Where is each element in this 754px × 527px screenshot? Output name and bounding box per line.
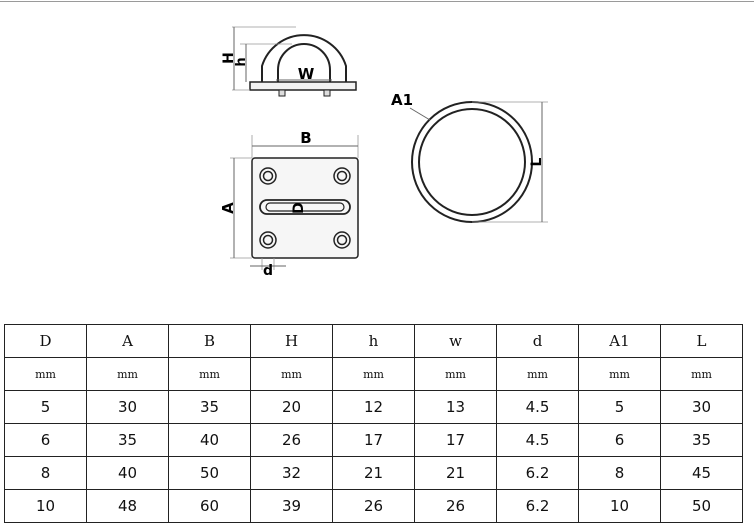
hole-top-right: [333, 167, 351, 185]
label-W: W: [298, 65, 315, 83]
table-cell: 5: [4, 390, 87, 424]
table-cell: 40: [168, 423, 251, 457]
top-divider: [0, 1, 754, 2]
side-lug-left: [278, 89, 286, 97]
table-cell: 50: [168, 456, 251, 490]
table-cell: 39: [250, 489, 333, 523]
table-cell: mm: [4, 357, 87, 391]
table-cell: 8: [4, 456, 87, 490]
table-cell: H: [250, 324, 333, 358]
side-lug-right: [323, 89, 331, 97]
table-cell: 4.5: [496, 390, 579, 424]
table-cell: 21: [332, 456, 415, 490]
table-cell: mm: [250, 357, 333, 391]
ring-inner: [418, 108, 526, 216]
table-cell: B: [168, 324, 251, 358]
table-cell: mm: [578, 357, 661, 391]
side-view: [232, 26, 357, 97]
table-cell: mm: [660, 357, 743, 391]
table-cell: 50: [660, 489, 743, 523]
table-cell: 6.2: [496, 456, 579, 490]
label-H: H: [221, 52, 237, 64]
label-D: D: [291, 202, 307, 214]
label-B: B: [300, 129, 311, 147]
table-cell: 13: [414, 390, 497, 424]
table-cell: 26: [414, 489, 497, 523]
table-cell: 17: [332, 423, 415, 457]
outer-arch: [261, 34, 347, 82]
ring-view: [409, 101, 548, 223]
table-cell: 26: [332, 489, 415, 523]
table-cell: 26: [250, 423, 333, 457]
label-A1: A1: [391, 91, 413, 109]
table-cell: 35: [660, 423, 743, 457]
table-cell: 30: [86, 390, 169, 424]
hole-top-left: [259, 167, 277, 185]
table-cell: mm: [496, 357, 579, 391]
table-cell: 32: [250, 456, 333, 490]
table-cell: D: [4, 324, 87, 358]
label-A: A: [219, 202, 237, 214]
table-cell: 30: [660, 390, 743, 424]
table-cell: mm: [86, 357, 169, 391]
table-cell: 5: [578, 390, 661, 424]
center-slot-outer: [259, 199, 351, 215]
table-cell: A1: [578, 324, 661, 358]
table-cell: 48: [86, 489, 169, 523]
table-cell: 17: [414, 423, 497, 457]
label-h: h: [234, 57, 249, 66]
table-cell: 8: [578, 456, 661, 490]
label-d: d: [263, 263, 273, 279]
table-cell: 21: [414, 456, 497, 490]
table-cell: 12: [332, 390, 415, 424]
plate-outline: [251, 157, 359, 259]
hole-bottom-right: [333, 231, 351, 249]
table-cell: d: [496, 324, 579, 358]
table-cell: h: [332, 324, 415, 358]
top-view: [230, 135, 359, 270]
center-slot-inner: [265, 202, 345, 212]
inner-arch: [277, 43, 331, 82]
table-cell: 10: [578, 489, 661, 523]
hole-bottom-left: [259, 231, 277, 249]
table-cell: 60: [168, 489, 251, 523]
table-cell: w: [414, 324, 497, 358]
side-base-plate: [249, 81, 357, 91]
table-cell: 4.5: [496, 423, 579, 457]
table-cell: 35: [86, 423, 169, 457]
table-cell: mm: [332, 357, 415, 391]
table-cell: 6.2: [496, 489, 579, 523]
table-cell: L: [660, 324, 743, 358]
table-cell: 45: [660, 456, 743, 490]
label-L: L: [529, 157, 545, 166]
table-cell: 6: [578, 423, 661, 457]
table-cell: 10: [4, 489, 87, 523]
table-cell: 6: [4, 423, 87, 457]
technical-drawing: H h W: [219, 26, 548, 279]
table-cell: 20: [250, 390, 333, 424]
table-cell: mm: [414, 357, 497, 391]
table-cell: mm: [168, 357, 251, 391]
table-cell: A: [86, 324, 169, 358]
table-cell: 40: [86, 456, 169, 490]
table-cell: 35: [168, 390, 251, 424]
